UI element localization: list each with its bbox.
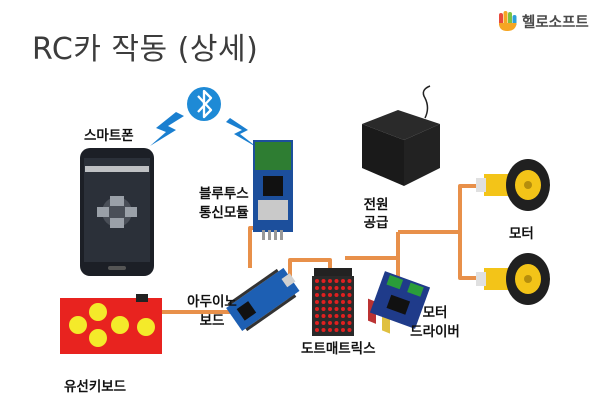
- matrix-led: [328, 279, 332, 283]
- bluetooth-module-image: [253, 140, 293, 240]
- matrix-led: [334, 300, 339, 304]
- matrix-led: [328, 300, 332, 304]
- arduino-board-image: [226, 267, 300, 332]
- matrix-led: [347, 293, 352, 297]
- matrix-led: [321, 300, 326, 304]
- matrix-led: [347, 286, 352, 290]
- brand-logo: 헬로소프트: [498, 9, 589, 33]
- matrix-led: [341, 300, 345, 304]
- matrix-led: [315, 328, 319, 332]
- matrix-led: [347, 279, 352, 283]
- matrix-led: [341, 279, 345, 283]
- matrix-led: [321, 286, 326, 290]
- matrix-led: [347, 328, 352, 332]
- matrix-led: [341, 293, 345, 297]
- label-power: 전원: [363, 197, 389, 213]
- wire-to-motor-top: [398, 184, 482, 234]
- label-supply: 공급: [363, 215, 389, 231]
- matrix-led: [347, 307, 352, 311]
- matrix-led: [347, 300, 352, 304]
- matrix-led: [334, 314, 339, 318]
- label-module: 통신모듈: [199, 205, 249, 221]
- matrix-led: [334, 328, 339, 332]
- label-bluetooth: 블루투스: [199, 186, 249, 202]
- motor-bottom-image: [476, 253, 550, 305]
- matrix-led: [321, 307, 326, 311]
- label-smartphone: 스마트폰: [84, 128, 134, 144]
- dot-matrix-image: [312, 268, 354, 336]
- matrix-led: [328, 293, 332, 297]
- lightning-signal-icon: [150, 112, 184, 146]
- matrix-led: [341, 321, 345, 325]
- matrix-led: [315, 300, 319, 304]
- matrix-led: [328, 321, 332, 325]
- matrix-led: [315, 293, 319, 297]
- matrix-led: [347, 314, 352, 318]
- matrix-led: [321, 279, 326, 283]
- label-motor: 모터: [509, 226, 534, 242]
- hand-logo-icon: [499, 11, 517, 31]
- label-keyboard: 유선키보드: [64, 379, 127, 395]
- wire-to-battery: [345, 232, 400, 260]
- smartphone-image: [80, 148, 154, 276]
- brand-name: 헬로소프트: [522, 14, 589, 31]
- matrix-led: [334, 279, 339, 283]
- matrix-led: [341, 286, 345, 290]
- keyboard-image: [60, 294, 162, 354]
- wire-to-motor-bottom: [458, 232, 482, 280]
- matrix-led: [315, 307, 319, 311]
- matrix-led: [328, 286, 332, 290]
- matrix-led: [347, 321, 352, 325]
- matrix-led: [334, 321, 339, 325]
- matrix-led: [334, 286, 339, 290]
- matrix-led: [315, 279, 319, 283]
- matrix-led: [315, 286, 319, 290]
- label-driver-1: 모터: [422, 305, 448, 321]
- motor-top-image: [476, 159, 550, 211]
- page-title: RC카 작동 (상세): [32, 32, 259, 67]
- matrix-led: [321, 314, 326, 318]
- lightning-signal-icon: [226, 118, 258, 148]
- bluetooth-icon: [187, 87, 221, 121]
- motor-driver-image: [369, 271, 431, 329]
- matrix-led: [321, 321, 326, 325]
- matrix-led: [328, 314, 332, 318]
- matrix-led: [341, 307, 345, 311]
- matrix-led: [321, 328, 326, 332]
- label-driver-2: 드라이버: [410, 324, 460, 340]
- matrix-led: [328, 328, 332, 332]
- matrix-led: [334, 293, 339, 297]
- matrix-led: [315, 314, 319, 318]
- label-board: 보드: [199, 313, 225, 329]
- battery-pack-image: [362, 85, 440, 334]
- matrix-led: [341, 328, 345, 332]
- matrix-led: [341, 314, 345, 318]
- label-arduino: 아두이노: [187, 294, 237, 310]
- matrix-led: [328, 307, 332, 311]
- matrix-led: [334, 307, 339, 311]
- label-dot-matrix: 도트매트릭스: [301, 341, 376, 357]
- matrix-led: [321, 293, 326, 297]
- matrix-led: [315, 321, 319, 325]
